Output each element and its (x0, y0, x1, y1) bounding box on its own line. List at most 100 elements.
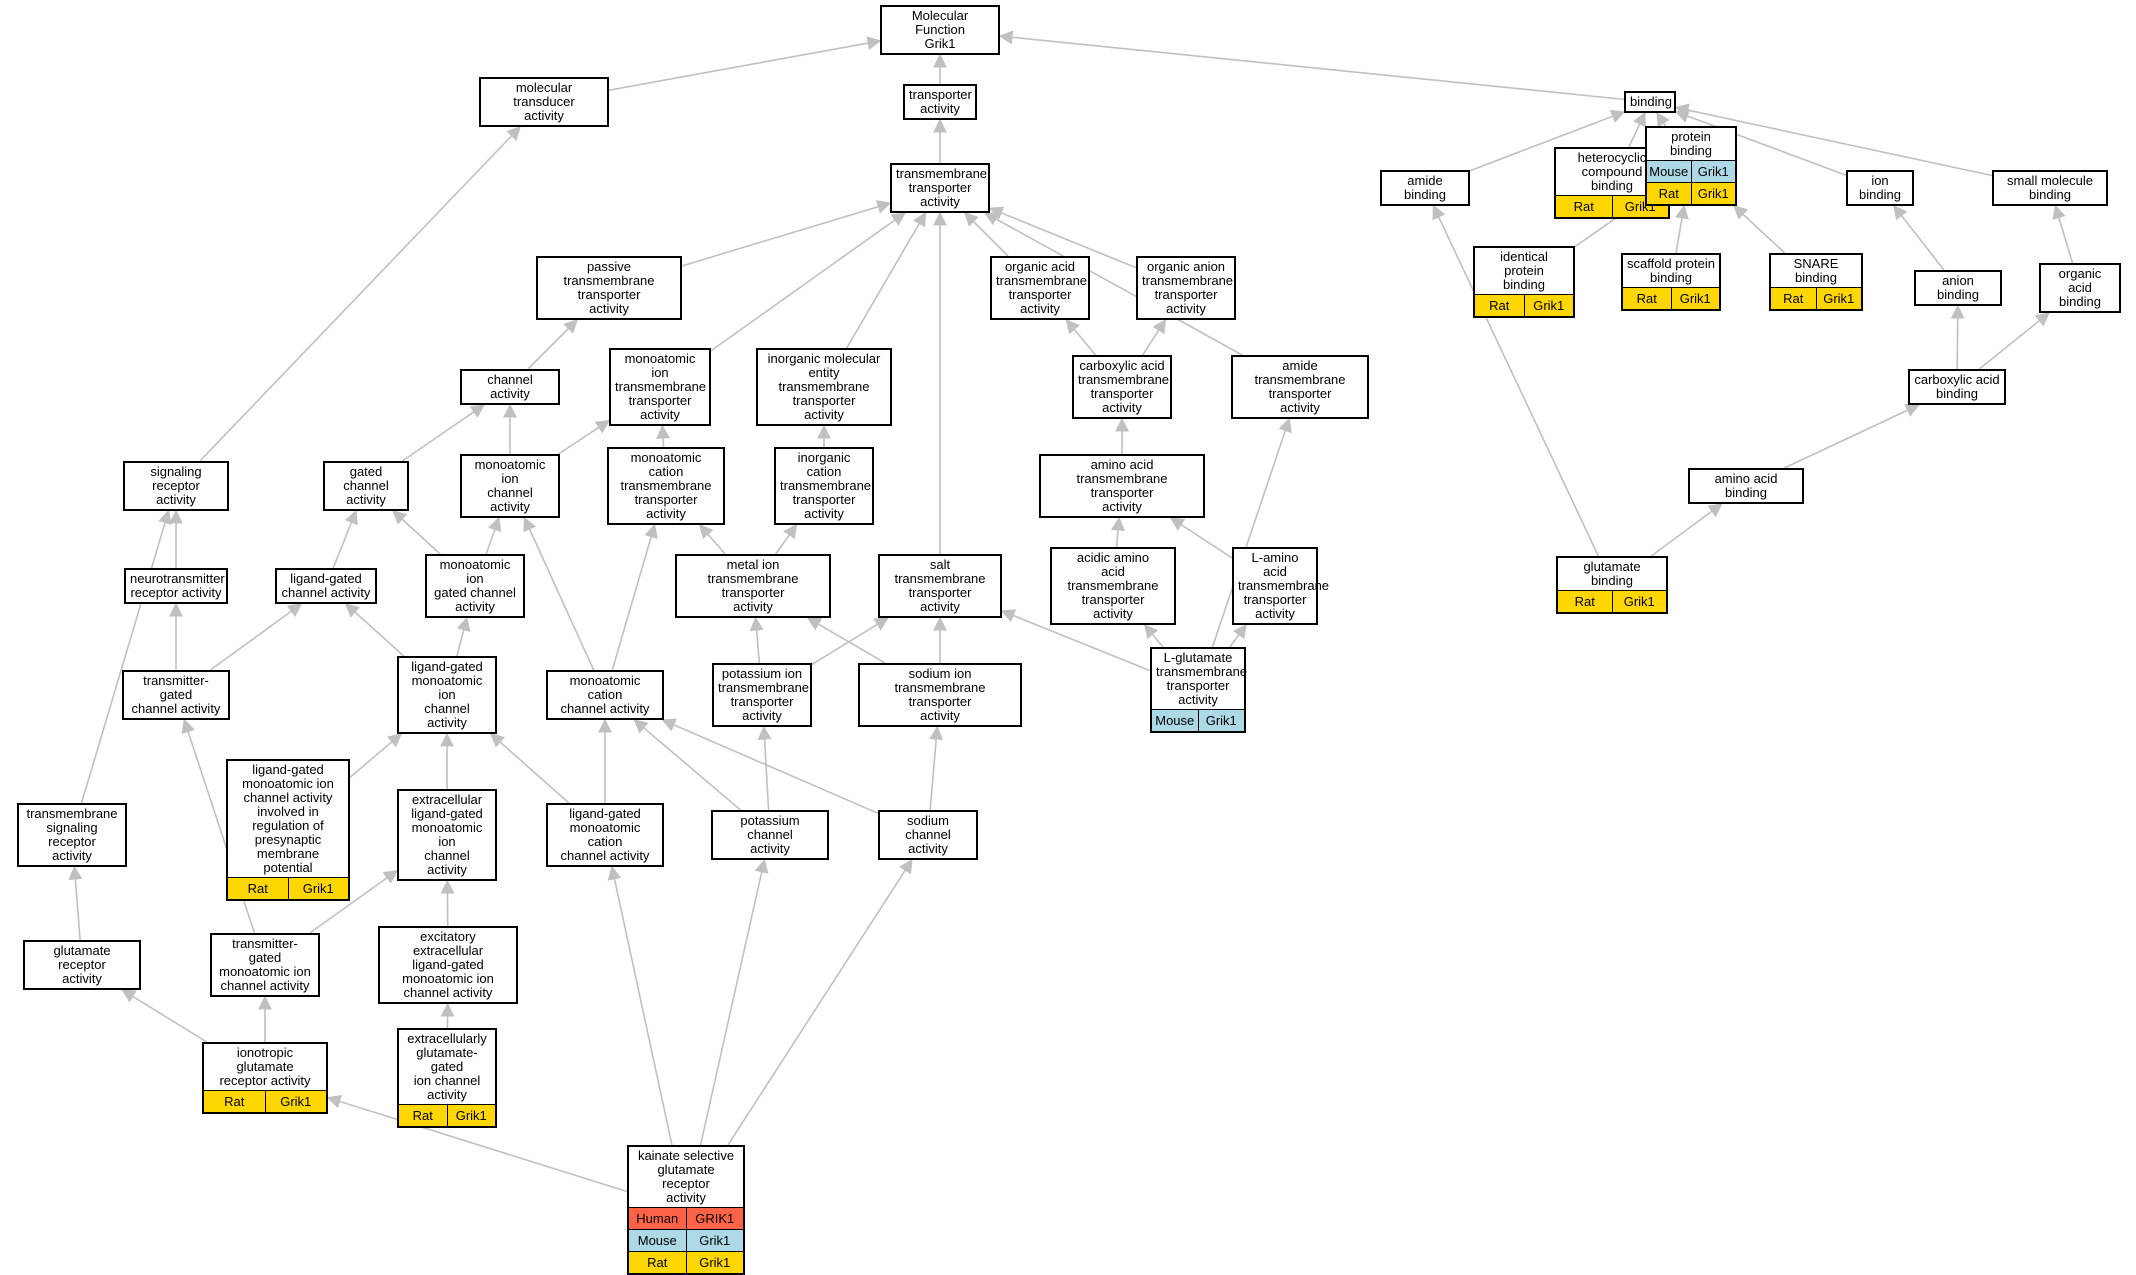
is-a-edge (749, 616, 764, 664)
go-term-node[interactable]: monoatomic ion transmembrane transporter… (609, 348, 711, 426)
go-term-node[interactable]: transporter activity (903, 84, 977, 120)
go-term-label: L-amino acid transmembrane transporter a… (1238, 550, 1330, 621)
go-term-label: binding (1630, 94, 1672, 109)
go-term-node[interactable]: extracellularly glutamate-gated ion chan… (397, 1028, 497, 1128)
go-term-label: ligand-gated channel activity (281, 571, 371, 600)
go-term-node[interactable]: transmembrane transporter activity (890, 163, 990, 213)
go-term-node[interactable]: kainate selective glutamate receptor act… (627, 1145, 745, 1275)
is-a-edge (988, 206, 1137, 269)
go-term-node[interactable]: neurotransmitter receptor activity (124, 568, 228, 604)
go-term-node[interactable]: gated channel activity (323, 461, 409, 511)
go-term-node[interactable]: transmitter-gated monoatomic ion channel… (210, 933, 320, 997)
go-term-label: ligand-gated monoatomic ion channel acti… (411, 659, 483, 730)
go-term-node[interactable]: channel activity (460, 369, 560, 405)
go-term-label: Molecular Function Grik1 (911, 8, 969, 51)
species-cell: Mouse (1155, 713, 1195, 728)
go-term-label: excitatory extracellular ligand-gated mo… (402, 929, 494, 1000)
go-term-node[interactable]: extracellular ligand-gated monoatomic io… (397, 789, 497, 881)
is-a-edge (2052, 204, 2074, 264)
go-term-node[interactable]: potassium channel activity (711, 810, 829, 860)
gene-cell: Grik1 (1690, 183, 1736, 204)
go-term-label: scaffold protein binding (1627, 256, 1715, 285)
gene-cell: Grik1 (1523, 295, 1574, 316)
go-term-node[interactable]: potassium ion transmembrane transporter … (712, 663, 812, 727)
go-term-node[interactable]: L-amino acid transmembrane transporter a… (1232, 547, 1330, 625)
go-term-label: ion binding (1859, 173, 1901, 202)
is-a-edge (1674, 103, 1993, 177)
go-term-node[interactable]: passive transmembrane transporter activi… (536, 256, 682, 320)
go-term-node[interactable]: organic acid transmembrane transporter a… (990, 256, 1090, 320)
go-term-node[interactable]: signaling receptor activity (123, 461, 229, 511)
go-term-node[interactable]: organic acid binding (2039, 263, 2121, 313)
go-term-node[interactable]: anion binding (1914, 270, 2002, 306)
go-term-node[interactable]: ligand-gated monoatomic ion channel acti… (226, 759, 350, 901)
go-term-node[interactable]: glutamate receptor activity (23, 940, 141, 990)
go-term-node[interactable]: sodium channel activity (878, 810, 978, 860)
go-term-node[interactable]: amino acid transmembrane transporter act… (1039, 454, 1205, 518)
go-term-node[interactable]: monoatomic ion channel activity (460, 454, 560, 518)
go-term-node[interactable]: transmitter-gated channel activity (122, 670, 230, 720)
go-term-node[interactable]: monoatomic cation channel activity (546, 670, 664, 720)
is-a-edge (998, 30, 1625, 101)
go-term-node[interactable]: monoatomic ion gated channel activity (425, 554, 525, 618)
go-term-node[interactable]: carboxylic acid transmembrane transporte… (1072, 355, 1172, 419)
go-term-node[interactable]: binding (1624, 91, 1676, 113)
go-term-node[interactable]: transmembrane signaling receptor activit… (17, 803, 127, 867)
go-term-label: carboxylic acid transmembrane transporte… (1078, 358, 1170, 415)
go-term-node[interactable]: amino acid binding (1688, 468, 1804, 504)
go-term-node[interactable]: ligand-gated monoatomic cation channel a… (546, 803, 664, 867)
go-term-node[interactable]: organic anion transmembrane transporter … (1136, 256, 1236, 320)
go-term-node[interactable]: small molecule binding (1992, 170, 2108, 206)
is-a-edge (1650, 503, 1723, 557)
go-term-node[interactable]: L-glutamate transmembrane transporter ac… (1150, 647, 1247, 733)
go-term-label: potassium ion transmembrane transporter … (718, 666, 810, 723)
go-term-node[interactable]: ligand-gated channel activity (275, 568, 377, 604)
go-term-node[interactable]: excitatory extracellular ligand-gated mo… (378, 926, 518, 1004)
go-term-node[interactable]: carboxylic acid binding (1908, 369, 2006, 405)
go-term-node[interactable]: acidic amino acid transmembrane transpor… (1050, 547, 1176, 625)
is-a-edge (558, 419, 611, 455)
is-a-edge (1674, 109, 1847, 177)
is-a-edge (806, 617, 886, 664)
is-a-edge (984, 212, 1243, 356)
go-term-node[interactable]: metal ion transmembrane transporter acti… (675, 554, 831, 618)
go-term-label: ligand-gated monoatomic ion channel acti… (242, 762, 334, 875)
go-term-node[interactable]: amide transmembrane transporter activity (1231, 355, 1369, 419)
go-term-node[interactable]: ligand-gated monoatomic ion channel acti… (397, 656, 497, 734)
go-term-label: SNARE binding (1793, 256, 1839, 285)
go-term-label: monoatomic cation channel activity (560, 673, 650, 716)
go-term-node[interactable]: salt transmembrane transporter activity (878, 554, 1002, 618)
go-term-label: signaling receptor activity (150, 464, 202, 507)
go-term-node[interactable]: inorganic cation transmembrane transport… (774, 447, 874, 525)
species-cell: Rat (1783, 291, 1804, 306)
go-term-node[interactable]: monoatomic cation transmembrane transpor… (607, 447, 725, 525)
go-term-node[interactable]: inorganic molecular entity transmembrane… (756, 348, 892, 426)
go-term-label: transmitter-gated monoatomic ion channel… (219, 936, 311, 993)
is-a-edge (1169, 517, 1233, 559)
go-term-node[interactable]: amide binding (1380, 170, 1470, 206)
go-term-label: glutamate binding (1583, 559, 1641, 588)
gene-cell: GRIK1 (685, 1208, 744, 1229)
go-term-node[interactable]: sodium ion transmembrane transporter act… (858, 663, 1022, 727)
go-term-node[interactable]: Molecular Function Grik1 (880, 5, 1000, 55)
go-term-label: extracellular ligand-gated monoatomic io… (411, 792, 483, 877)
go-term-node[interactable]: ion binding (1846, 170, 1914, 206)
species-cell: Rat (412, 1108, 433, 1123)
species-cell: Rat (1573, 199, 1594, 214)
go-term-node[interactable]: molecular transducer activity (479, 77, 609, 127)
go-term-label: monoatomic ion transmembrane transporter… (615, 351, 707, 422)
species-cell: Rat (1574, 594, 1595, 609)
is-a-edge (1229, 623, 1247, 648)
go-term-label: carboxylic acid binding (1914, 372, 2000, 401)
